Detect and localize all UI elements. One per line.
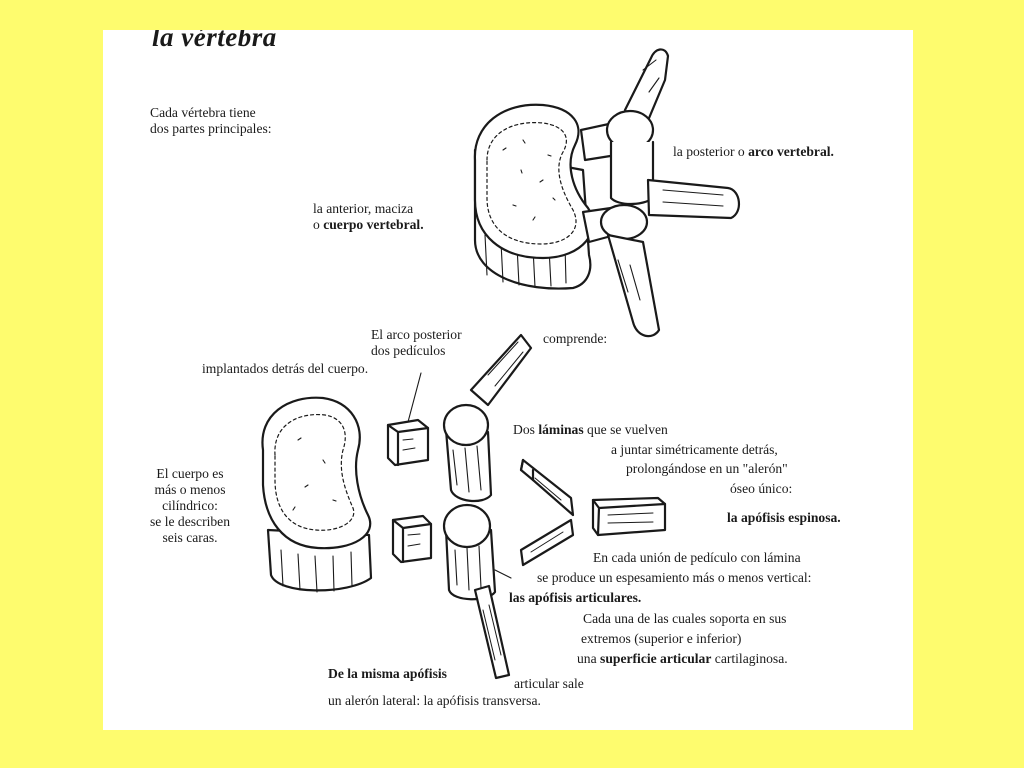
laminas-label-4: óseo único: [730, 481, 793, 496]
posterior-label: la posterior o arco vertebral. [673, 144, 834, 159]
superficie-label-1: Cada una de las cuales soporta en sus [583, 611, 787, 626]
laminas-label-5: la apófisis espinosa. [727, 510, 841, 525]
laminas-label-3: prolongándose en un "alerón" [626, 461, 788, 476]
arco-label-detail: implantados detrás del cuerpo. [202, 361, 369, 376]
pedicle-lower [391, 514, 433, 564]
diagram-sheet: la vértebra Cada vértebra tiene dos part… [103, 30, 913, 730]
anterior-label: la anterior, maciza o cuerpo vertebral. [313, 201, 424, 232]
cuerpo-label: El cuerpo es más o menos cilíndrico: se … [149, 466, 231, 545]
intro-line-2: dos partes principales: [150, 121, 272, 136]
laminas-label-1: Dos láminas que se vuelven [513, 422, 668, 437]
articular-label-2: se produce un espesamiento más o menos v… [537, 570, 812, 585]
upper-articular-column [442, 333, 533, 503]
lower-articular-column [442, 503, 511, 680]
leader-pedicles [407, 372, 422, 423]
articular-label-3: las apófisis articulares. [509, 590, 642, 605]
laminas-label-2: a juntar simétricamente detrás, [611, 442, 778, 457]
articular-label-1: En cada unión de pedículo con lámina [593, 550, 801, 565]
intro-line-1: Cada vértebra tiene [150, 105, 256, 120]
lower-articular-facet [599, 203, 649, 241]
complete-vertebra [473, 48, 740, 338]
superficie-label-3: una superficie articular cartilaginosa. [577, 651, 788, 666]
transversa-label-1a: De la misma apófisis [328, 666, 447, 681]
page-title: la vértebra [152, 30, 277, 52]
superficie-label-2: extremos (superior e inferior) [581, 631, 742, 646]
body-part [261, 396, 373, 593]
intro-label: Cada vértebra tiene dos partes principal… [150, 105, 272, 137]
transversa-label-1b: articular sale [514, 676, 584, 691]
spinous-block [591, 496, 667, 537]
transversa-label-2: un alerón lateral: la apófisis transvers… [328, 693, 541, 708]
upper-lamina-rod [469, 333, 533, 407]
arco-label-title: El arco posterior dos pedículos [371, 327, 462, 358]
vertebral-body-top [473, 103, 594, 260]
spinous-process [606, 233, 661, 338]
transverse-process [646, 178, 740, 220]
pedicle-upper [386, 418, 430, 467]
vertebra-illustration [261, 48, 740, 680]
anterior-line-1: la anterior, maciza [313, 201, 414, 216]
laminae-v [519, 458, 575, 567]
comprende-label: comprende: [543, 331, 608, 346]
leader-articular [494, 569, 512, 579]
transverse-rod [473, 584, 511, 680]
